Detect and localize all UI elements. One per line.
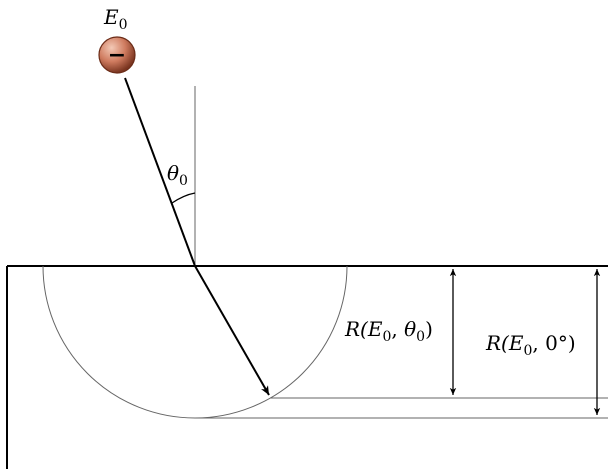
range-normal-close: ) — [568, 331, 576, 355]
range-normal-arg1: E — [508, 331, 524, 355]
angle-sub: 0 — [179, 173, 188, 189]
range-oblique-arg1-sub: 0 — [382, 329, 391, 345]
particle-label-base: E — [103, 5, 119, 29]
electron-ball — [98, 36, 136, 74]
range-oblique-arg2-sub: 0 — [416, 329, 425, 345]
range-normal-func: R( — [485, 331, 510, 355]
range-normal-sep: , — [532, 331, 545, 355]
interaction-volume-arc — [42, 265, 348, 419]
range-oblique-label: R(E0, θ0) — [344, 317, 433, 345]
material-boundary — [6, 265, 608, 469]
charge-symbol: − — [108, 43, 126, 68]
range-oblique-func: R( — [344, 317, 369, 341]
electron: − — [98, 36, 136, 74]
range-oblique-sep: , — [391, 317, 404, 341]
range-normal-label: R(E0, 0°) — [485, 331, 576, 359]
incidence-angle-label: θ0 — [167, 161, 188, 189]
angle-symbol: θ — [167, 161, 179, 185]
range-oblique-close: ) — [425, 317, 433, 341]
penetration-arrow — [194, 265, 270, 396]
range-oblique-arg1: E — [367, 317, 383, 341]
range-normal-arg1-sub: 0 — [523, 343, 532, 359]
range-normal-arg2: 0° — [545, 331, 568, 355]
incident-trajectory — [124, 77, 196, 267]
particle-label: E0 — [103, 5, 128, 33]
range-oblique-arg2: θ — [404, 317, 416, 341]
angle-arc — [171, 192, 196, 204]
particle-label-sub: 0 — [119, 17, 128, 33]
